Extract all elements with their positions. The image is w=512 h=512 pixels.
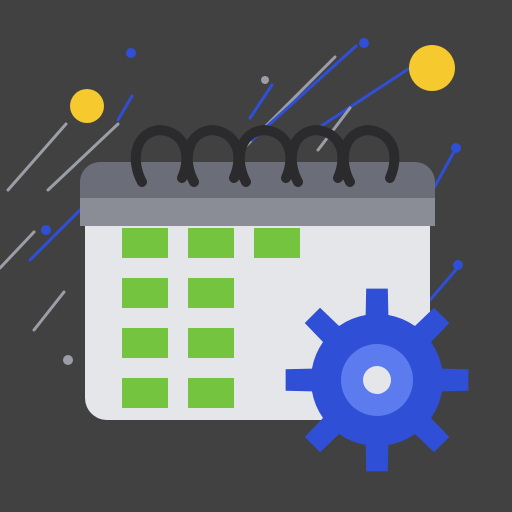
- calendar-cell: [188, 278, 234, 308]
- streak-line: [316, 106, 352, 152]
- dot: [453, 260, 463, 270]
- dot: [451, 143, 461, 153]
- calendar-grid: [122, 228, 300, 408]
- streak-line: [116, 94, 134, 122]
- yellow-dot-icon: [409, 45, 455, 91]
- streak-line: [46, 122, 120, 192]
- calendar-cell: [122, 228, 168, 258]
- streak-line: [0, 230, 36, 270]
- dot: [41, 225, 51, 235]
- calendar-cell: [188, 328, 234, 358]
- streak-line: [32, 290, 66, 332]
- yellow-dot-icon: [70, 89, 104, 123]
- calendar-cell: [254, 228, 300, 258]
- dot: [359, 38, 369, 48]
- calendar-header-lower: [80, 198, 435, 226]
- gear-hole: [363, 366, 391, 394]
- streak-line: [248, 83, 274, 120]
- dot-icon: [41, 38, 463, 365]
- binding-ring: [338, 124, 400, 187]
- streak-line: [428, 263, 462, 302]
- spiral-binding-icon: [130, 124, 400, 187]
- dot: [261, 76, 269, 84]
- calendar-cell: [122, 328, 168, 358]
- calendar-cell: [122, 278, 168, 308]
- streak-line: [6, 122, 68, 192]
- dot: [63, 355, 73, 365]
- dot: [126, 48, 136, 58]
- streak-line: [250, 44, 358, 142]
- gear-icon: [285, 288, 469, 472]
- calendar-cell: [188, 378, 234, 408]
- calendar-cell: [122, 378, 168, 408]
- calendar-cell: [188, 228, 234, 258]
